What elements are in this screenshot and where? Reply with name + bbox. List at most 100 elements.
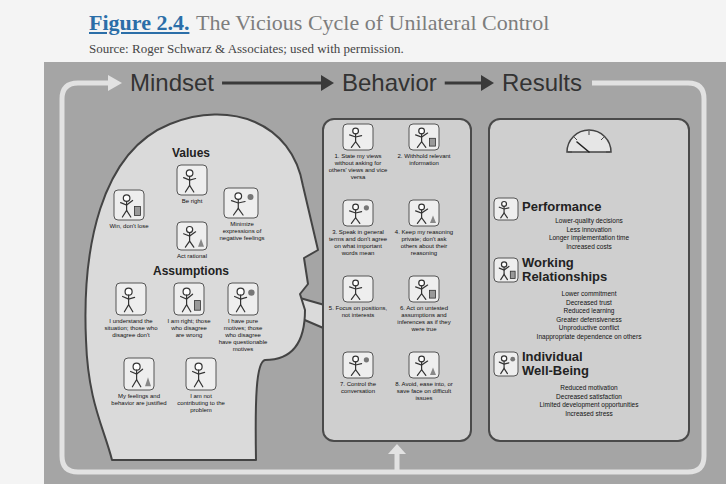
panel-text: Greater defensiveness: [494, 316, 684, 325]
icon-body: [355, 134, 356, 142]
icon-head: [237, 288, 244, 295]
icon: [224, 188, 258, 218]
icon-arms: [499, 207, 509, 209]
icon-head: [133, 363, 140, 370]
icon-prop: [429, 290, 435, 298]
panel-text-slot: 7. Control the conversation: [327, 381, 389, 395]
icon: [494, 258, 518, 282]
mindset-text-slot: Minimize expressions of negative feeling…: [217, 221, 267, 242]
icon-arms: [416, 209, 428, 213]
panel-text-slot: Inappropriate dependence on others: [494, 333, 684, 342]
icon-prop: [248, 289, 254, 295]
icon: [343, 352, 373, 378]
icon-frame: [343, 200, 373, 226]
gauge-dial: [567, 130, 611, 152]
mindset-text-slot: I am not contributing to the problem: [177, 393, 225, 414]
mindset-text-slot: Be right: [167, 198, 217, 205]
icon-legs: [124, 305, 132, 312]
icon-head: [353, 204, 359, 210]
icon-arms: [350, 363, 362, 365]
arrow-head: [481, 75, 494, 91]
panel-text: Lower-quality decisions: [494, 217, 684, 226]
feedback-arrow-head: [388, 444, 406, 454]
icon-arms: [193, 371, 205, 374]
stage-heading: Results: [498, 69, 586, 97]
icon-frame: [409, 352, 439, 378]
icon-arms: [499, 362, 509, 364]
icon-legs: [417, 218, 425, 224]
icon: [343, 200, 373, 226]
mindset-text-slot: Assumptions: [136, 264, 246, 278]
mindset-text-slot: Values: [151, 146, 231, 160]
head-outline: [85, 115, 318, 460]
icon-legs: [351, 142, 359, 148]
panel-text: Limited development opportunities: [494, 401, 684, 410]
icon-arms: [131, 369, 143, 374]
icon-body: [186, 295, 187, 305]
panel-text-slot: Reduced learning: [494, 307, 684, 316]
icon-head: [419, 356, 425, 362]
mindset-text: I am not contributing to the problem: [177, 393, 225, 414]
mindset-text-slot: I have pure motives; those who disagree …: [218, 318, 268, 353]
panel-text: 1. State my views without asking for oth…: [327, 153, 389, 181]
arrow-line: [62, 83, 704, 472]
icon-legs: [417, 294, 425, 300]
icon-head: [235, 193, 242, 200]
panel-text-slot: 5. Focus on positions, not interests: [327, 305, 389, 319]
panel-text: Increased stress: [494, 410, 684, 419]
icon-frame: [343, 124, 373, 150]
icon-frame: [228, 283, 258, 315]
panel-text-slot: Working Relationships: [522, 256, 622, 284]
icon-arms: [499, 266, 509, 270]
icon-body: [355, 362, 356, 370]
icon-frame: [186, 358, 216, 390]
icon-arms: [181, 294, 193, 299]
arrow-line: [445, 82, 484, 85]
panel-border: [323, 119, 471, 441]
icon-head: [123, 195, 130, 202]
panel-text: Individual Well-Being: [522, 350, 612, 378]
panel-text-slot: 2. Withhold relevant information: [393, 153, 455, 167]
flow-arrow: [445, 75, 494, 91]
icon-frame: [224, 188, 258, 218]
mindset-head: Values Be rightWin, don't lose Minimize ex…: [80, 108, 322, 464]
icon-body: [126, 201, 127, 210]
panel-text: Lower commitment: [494, 290, 684, 299]
stage-heading-text: Mindset: [130, 69, 214, 97]
icon-head: [501, 262, 506, 267]
mindset-text: Act rational: [167, 253, 217, 260]
icon-arms: [416, 285, 428, 289]
panel-text-slot: Increased stress: [494, 410, 684, 419]
icon: [343, 276, 373, 302]
icon-prop: [510, 357, 515, 362]
icon-arms: [231, 201, 245, 203]
icon-head: [353, 280, 359, 286]
icon: [494, 198, 518, 220]
panel-text-slot: Lower commitment: [494, 290, 684, 299]
mindset-text: Assumptions: [136, 264, 246, 278]
panel-text-slot: Individual Well-Being: [522, 350, 612, 378]
icon-prop: [364, 205, 369, 210]
icon-legs: [234, 208, 244, 215]
gauge-tick: [601, 137, 604, 140]
mindset-text-slot: Win, don't lose: [107, 223, 151, 230]
icon-arms: [121, 201, 133, 206]
icon-legs: [351, 294, 359, 300]
arrow-line: [222, 82, 324, 85]
icon: [124, 358, 154, 390]
panel-text: Working Relationships: [522, 256, 622, 284]
stage-heading-text: Behavior: [342, 69, 437, 97]
panel-text: 3. Speak in general terms and don't agre…: [327, 229, 389, 257]
icon-prop: [248, 194, 254, 200]
mindset-text: I have pure motives; those who disagree …: [218, 318, 268, 353]
icon: [494, 352, 518, 376]
icon-frame: [124, 358, 154, 390]
figure-title: The Vicious Cycle of Unilateral Control: [196, 10, 549, 36]
icon-prop: [510, 271, 515, 278]
panel-text: 5. Focus on positions, not interests: [327, 305, 389, 319]
panel-text: Decreased satisfaction: [494, 393, 684, 402]
mindset-text: Win, don't lose: [107, 223, 151, 230]
icon: [114, 190, 144, 220]
arrow-head: [321, 75, 334, 91]
icon-frame: [177, 165, 207, 195]
